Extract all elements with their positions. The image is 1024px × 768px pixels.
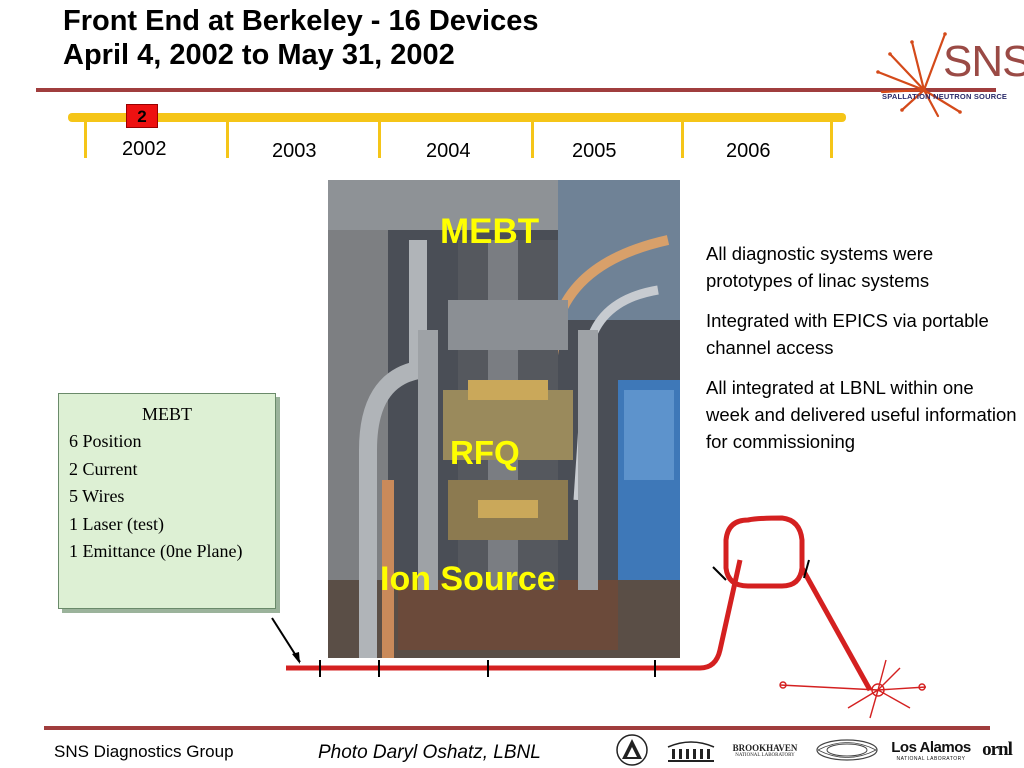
los-alamos-logo-subtitle: NATIONAL LABORATORY: [896, 755, 966, 762]
timeline-tick: [681, 122, 684, 158]
photo-label-ion-source: Ion Source: [380, 560, 556, 598]
ornl-logo: ornl: [982, 739, 1013, 760]
arrow-head-icon: [292, 652, 300, 664]
timeline-tick: [830, 122, 833, 158]
mebt-box-line: 2 Current: [69, 458, 138, 479]
los-alamos-logo: Los Alamos NATIONAL LABORATORY: [890, 733, 972, 767]
jefferson-lab-logo-icon: [816, 739, 878, 761]
ring-to-target-line: [799, 566, 873, 692]
photo-label-rfq: RFQ: [450, 434, 520, 471]
brookhaven-logo: BROOKHAVEN NATIONAL LABORATORY: [728, 733, 802, 767]
bullet-item: All integrated at LBNL within one week a…: [706, 377, 1017, 452]
timeline-marker: 2: [126, 104, 158, 128]
timeline-bar: [68, 113, 846, 122]
berkeley-lab-logo-icon: [667, 741, 715, 762]
pointer-arrow: [271, 617, 301, 663]
mebt-box-line: 1 Emittance (0ne Plane): [69, 541, 243, 561]
brookhaven-logo-text: BROOKHAVEN: [732, 742, 798, 753]
starburst-icon: [876, 32, 962, 118]
mebt-box-line: 1 Laser (test): [69, 513, 164, 534]
timeline-year-2005: 2005: [572, 140, 617, 162]
timeline-year-2004: 2004: [426, 140, 471, 162]
bullet-item: All diagnostic systems were prototypes o…: [706, 243, 934, 291]
sns-logo-subtitle: SPALLATION NEUTRON SOURCE: [882, 92, 1008, 101]
target-starburst-icon: [779, 659, 927, 719]
sns-logo-text: SNS: [943, 37, 1024, 86]
timeline-tick: [84, 122, 87, 158]
timeline-tick: [531, 122, 534, 158]
timeline-tick: [378, 122, 381, 158]
partner-logos: BROOKHAVEN NATIONAL LABORATORY Los Alamo…: [606, 733, 1020, 767]
bullet-item: Integrated with EPICS via portable chann…: [706, 310, 989, 358]
mebt-device-box: MEBT 6 Position 2 Current 5 Wires 1 Lase…: [58, 393, 276, 609]
timeline-year-2006: 2006: [726, 140, 771, 162]
bullet-list: All diagnostic systems were prototypes o…: [706, 240, 1018, 468]
footer-divider: [44, 726, 990, 730]
timeline-year-2002: 2002: [122, 138, 167, 160]
front-end-photo: MEBT RFQ Ion Source: [328, 180, 680, 658]
timeline-tick: [226, 122, 229, 158]
los-alamos-logo-text: Los Alamos: [891, 738, 971, 756]
title-line-2: April 4, 2002 to May 31, 2002: [63, 39, 455, 71]
mebt-box-line: 5 Wires: [69, 486, 125, 506]
brookhaven-logo-subtitle: NATIONAL LABORATORY: [735, 752, 795, 758]
title-line-1: Front End at Berkeley - 16 Devices: [63, 5, 539, 37]
footer-group-name: SNS Diagnostics Group: [54, 742, 234, 761]
mebt-box-heading: MEBT: [141, 404, 192, 424]
slide-title: Front End at Berkeley - 16 Devices April…: [63, 4, 538, 72]
accumulator-ring: [723, 515, 805, 589]
argonne-logo-icon: [616, 734, 648, 766]
timeline-year-2003: 2003: [272, 140, 317, 162]
photo-credit: Photo Daryl Oshatz, LBNL: [318, 742, 541, 763]
photo-label-mebt: MEBT: [440, 212, 540, 251]
title-divider: [36, 88, 996, 92]
mebt-box-line: 6 Position: [69, 431, 142, 451]
